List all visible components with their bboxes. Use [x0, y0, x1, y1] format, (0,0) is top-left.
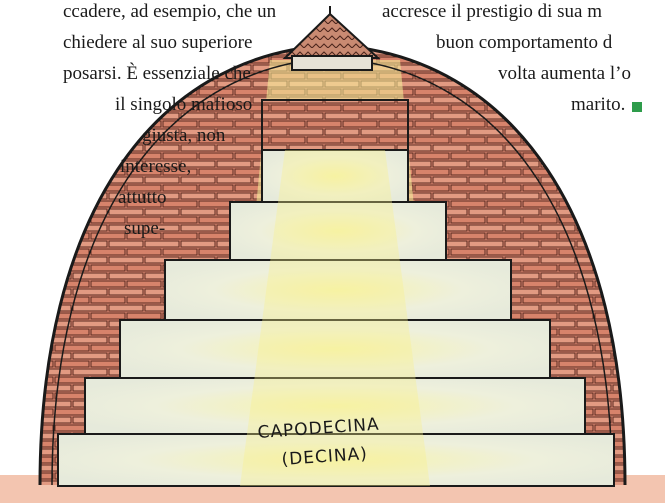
- step-4: [119, 319, 551, 379]
- right-text-line-4: marito.: [571, 94, 626, 115]
- step-2: [229, 201, 447, 261]
- left-text-line-4: il singolo mafioso: [115, 94, 253, 115]
- right-text-line-1: accresce il prestigio di sua m: [382, 1, 603, 22]
- roof-cap: [282, 12, 381, 59]
- step-1: [261, 149, 409, 203]
- step-3: [164, 259, 512, 321]
- hierarchy-steps: [57, 149, 615, 487]
- right-text-line-3: volta aumenta l’o: [498, 63, 631, 84]
- left-text-line-6: interesse,: [120, 156, 192, 177]
- right-text-line-2: buon comportamento d: [436, 32, 613, 53]
- left-text-line-8: supe-: [124, 218, 166, 239]
- article-end-mark: [632, 102, 642, 112]
- left-text-line-1: ccadere, ad esempio, che un: [63, 1, 277, 22]
- step-6: [57, 433, 615, 487]
- step-5: [84, 377, 586, 435]
- left-text-line-5: giusta, non: [142, 125, 226, 146]
- left-text-line-2: chiedere al suo superiore: [63, 32, 253, 53]
- left-text-line-7: attutto: [118, 187, 167, 208]
- left-text-line-3: posarsi. È essenziale che: [63, 63, 251, 84]
